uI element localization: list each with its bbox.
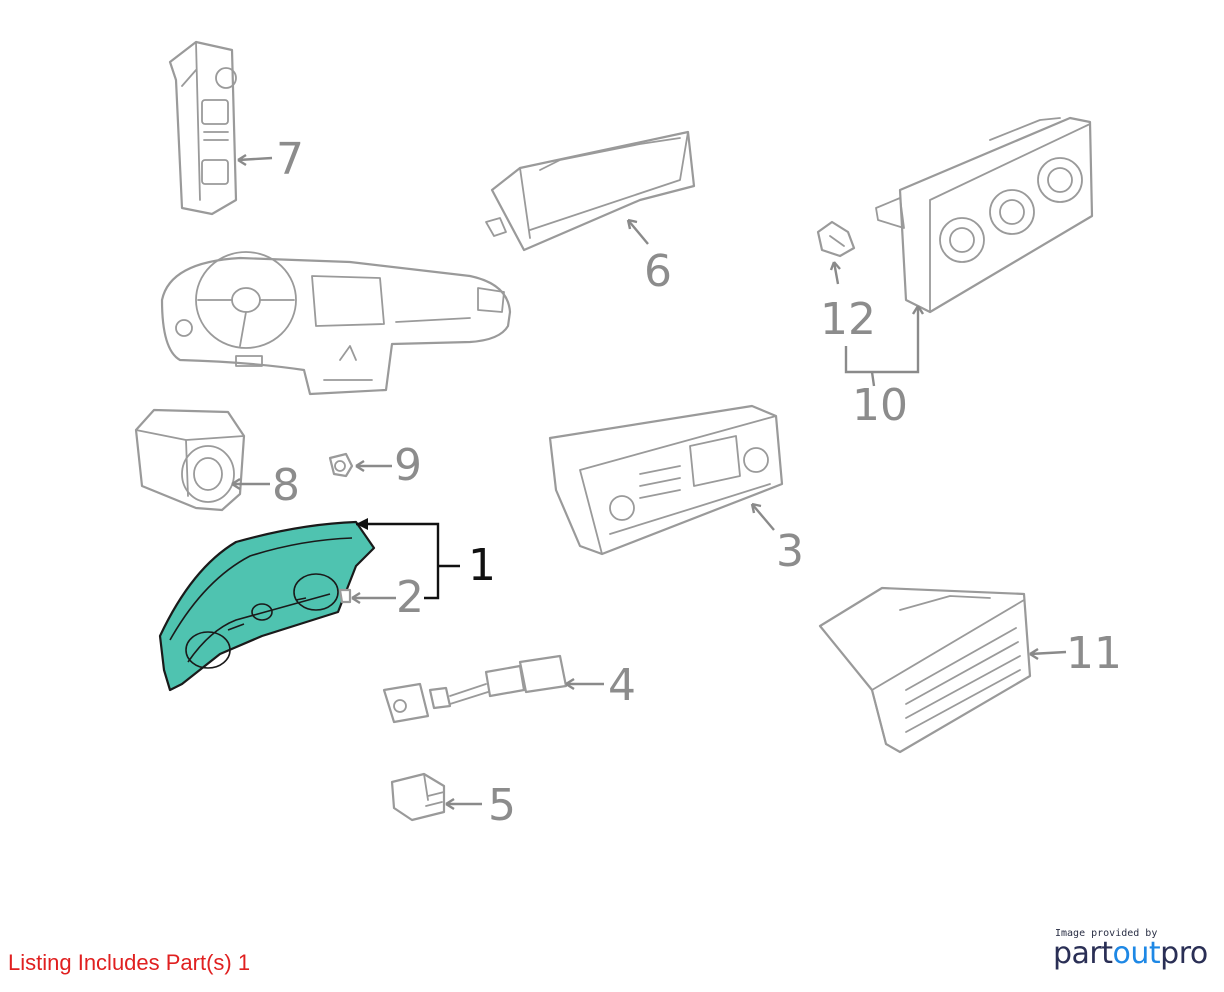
callout-1: 1 [468,540,496,591]
listing-note: Listing Includes Part(s) 1 [8,950,251,975]
callout-10: 10 [852,380,908,431]
part-9-knob[interactable] [328,452,354,478]
part-1-instrument-cluster[interactable] [158,520,376,692]
callout-3: 3 [776,526,804,577]
part-4-harness[interactable] [382,654,568,724]
leader-part-1 [356,518,460,600]
part-10-climate-control[interactable] [875,116,1094,314]
part-8-air-vent[interactable] [134,408,246,512]
part-3-radio-unit[interactable] [548,404,784,556]
part-2-bulb[interactable] [338,588,352,604]
callout-5: 5 [488,780,516,831]
callout-6: 6 [644,246,672,297]
part-12-clip[interactable] [816,220,856,258]
callout-4: 4 [608,660,636,711]
callout-8: 8 [272,460,300,511]
logo-text-pro: pro [1160,936,1208,971]
leader-lines [231,153,1067,811]
callout-11: 11 [1066,628,1122,679]
part-7-switch-panel[interactable] [168,40,238,216]
callout-2: 2 [396,572,424,623]
part-11-vent-outlet[interactable] [818,586,1032,754]
part-6-cluster-housing[interactable] [485,130,696,252]
provider-logo: partoutpro [1053,936,1208,971]
part-5-button[interactable] [390,772,446,822]
callout-7: 7 [276,134,304,185]
logo-text-part: part [1053,936,1113,971]
logo-text-accent: out [1112,936,1161,971]
dashboard-overview [160,251,512,396]
callout-12: 12 [820,294,876,345]
callout-9: 9 [394,440,422,491]
provider-caption: Image provided by [1055,928,1158,939]
